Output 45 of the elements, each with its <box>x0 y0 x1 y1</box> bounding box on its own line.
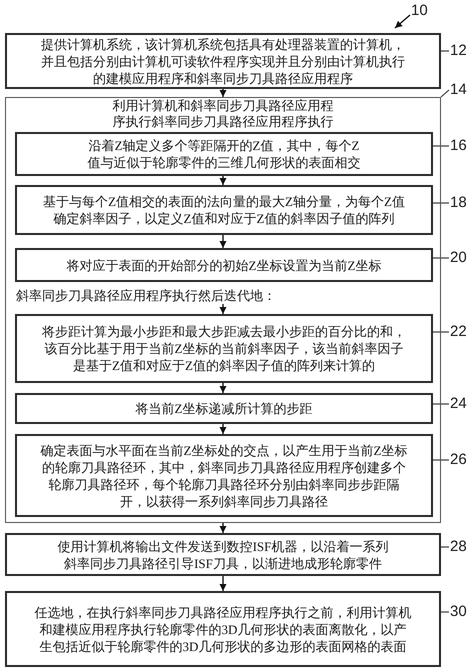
step-note: 斜率同步刀具路径应用程序执行然后迭代地： <box>16 288 276 304</box>
reference-numeral: 12 <box>450 43 467 59</box>
reference-numeral: 20 <box>450 250 467 266</box>
step-text: 沿着Z轴定义多个等距隔开的Z值，其中，每个Z值与近似于轮廓零件的三维几何形状的表面相交 <box>86 137 362 171</box>
reference-numeral: 10 <box>411 3 428 19</box>
flow-arrow <box>220 383 226 393</box>
flow-arrow <box>394 14 410 28</box>
flow-arrow <box>220 576 226 591</box>
flow-arrow <box>220 89 226 97</box>
flow-arrow <box>220 304 226 314</box>
step-text: 提供计算机系统，该计算机系统包括具有处理器装置的计算机，并且包括分别由计算机可读软件程序实现并且分别由计算机执行的建模应用程序和斜率同步刀具路径应用程序 <box>40 36 406 86</box>
flow-arrow <box>220 176 226 185</box>
group-heading: 利用计算机和斜率同步刀具路径应用程序执行斜率同步刀具路径应用程序执行 <box>112 98 334 130</box>
leader-line <box>432 202 450 204</box>
step-text: 任选地，在执行斜率同步刀具路径应用程序执行之前，利用计算机和建模应用程序执行轮廓零件的3D几何形状的表面离散化，以产生包括近似于轮廓零件的3D几何形状的多边形的表面网格的表面 <box>34 604 412 654</box>
process-box <box>5 33 441 89</box>
reference-numeral: 18 <box>450 195 467 211</box>
reference-numeral: 26 <box>450 452 467 468</box>
leader-line <box>440 50 450 52</box>
reference-numeral: 24 <box>450 396 467 412</box>
process-box <box>5 533 441 576</box>
reference-numeral: 16 <box>450 138 467 154</box>
leader-line <box>440 546 450 548</box>
step-text: 将对应于表面的开始部分的初始Z坐标设置为当前Z坐标 <box>66 256 382 274</box>
process-box <box>15 314 433 383</box>
reference-numeral: 22 <box>450 324 467 340</box>
process-box <box>15 393 433 424</box>
reference-numeral: 30 <box>450 604 467 620</box>
step-text: 使用计算机将输出文件发送到数控ISF机器，以沿着一系列斜率同步刀具路径引导ISF刀具，以渐进地成形轮廓零件 <box>56 538 390 572</box>
leader-line <box>440 90 450 98</box>
reference-numeral: 28 <box>450 539 467 555</box>
process-box <box>15 132 433 176</box>
step-text: 确定表面与水平面在当前Z坐标处的交点，以产生用于当前Z坐标的轮廓刀具路径环，其中，斜率同步刀具路径应用程序创建多个轮廓刀具路径环，每个轮廓刀具路径环分别由斜率同步步距隔开，以获得一系列斜率同步刀具路径 <box>40 442 408 510</box>
process-box <box>15 434 433 517</box>
flow-arrow <box>220 424 226 434</box>
process-box <box>15 185 433 235</box>
flow-arrow <box>220 523 226 533</box>
process-box <box>5 591 441 667</box>
step-text: 将当前Z坐标递减所计算的步距 <box>134 400 314 417</box>
step-text: 将步距计算为最小步距和最大步距减去最小步距的百分比的和，该百分比基于用于当前Z坐标的当前斜率因子，该当前斜率因子是基于Z值和对应于Z值的斜率因子值的阵列来计算的 <box>41 323 407 374</box>
step-text: 基于与每个Z值相交的表面的法向量的最大Z轴分量，为每个Z值确定斜率因子，以定义Z值和对应于Z值的斜率因子值的阵列 <box>42 193 406 227</box>
process-box <box>15 248 433 282</box>
flow-arrow <box>220 235 226 248</box>
group-box <box>5 97 441 523</box>
reference-numeral: 14 <box>450 82 467 98</box>
